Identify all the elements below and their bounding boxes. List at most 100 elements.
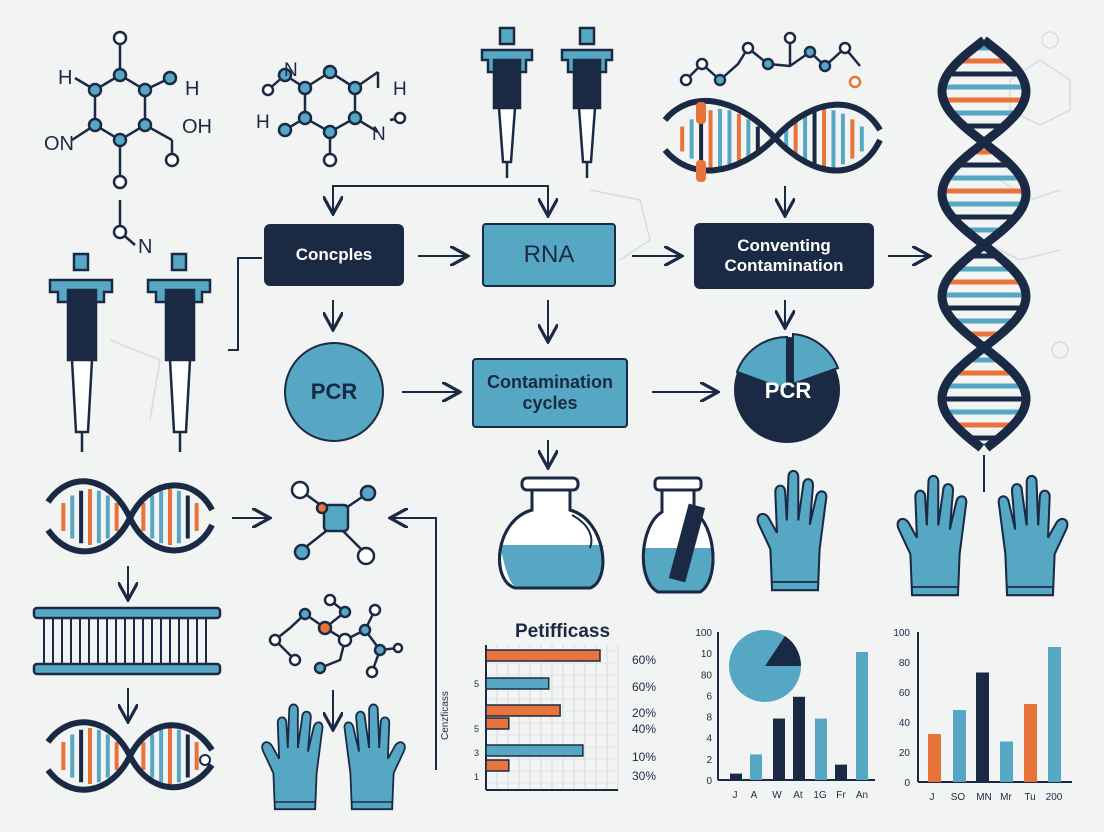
chart-3-ytick: 20 [899, 748, 911, 759]
chart-3-bar [1048, 647, 1061, 782]
chart-3-bar [1024, 704, 1037, 782]
chart-1-bar [485, 717, 510, 730]
chart-3-bar [928, 734, 941, 782]
network-icon-1 [290, 480, 377, 566]
pipette-icon-left-1 [48, 252, 114, 452]
molecule-label-n-right: N [372, 124, 386, 145]
molecule-label-oh: OH [182, 116, 212, 138]
chart-2-xlabel: At [793, 790, 803, 801]
flow-connectors [128, 185, 928, 770]
node-concples: Concples [264, 224, 404, 286]
node-rna-label: RNA [523, 241, 575, 269]
chart-2-ytick: 2 [706, 755, 712, 766]
chart-2-xlabel: W [772, 790, 782, 801]
molecule-icon-1 [71, 30, 180, 246]
chart-3-bar [953, 710, 966, 782]
chart-1-bar [485, 649, 601, 662]
chart-1-bar [485, 704, 561, 717]
glove-icon-4 [261, 703, 324, 811]
chart-1-bar [485, 677, 550, 690]
chart-2-pie [729, 630, 802, 702]
glove-icon-5 [343, 703, 406, 811]
node-pcr-label: PCR [310, 379, 358, 405]
molecule-label-on: ON [44, 133, 74, 155]
bar-chart-1: 60% 60% 20% 40% 10% 30% 5 5 3 1 [474, 645, 656, 791]
chart-3-xlabel: Mr [1000, 792, 1012, 803]
molecule-label-n-top: N [284, 60, 298, 81]
node-pcr: PCR [284, 342, 384, 442]
glove-icon-3 [997, 474, 1069, 597]
chart-2-bar [773, 718, 785, 780]
pie-pcr-label: PCR [764, 378, 812, 403]
chart-1-tick-label: 5 [474, 679, 479, 689]
glove-icon-2 [896, 474, 968, 597]
chart-3-ytick: 60 [899, 688, 911, 699]
pie-icon-pcr [734, 332, 840, 443]
chart-1-tick-label: 1 [474, 772, 479, 782]
chart-3-bar [976, 672, 989, 782]
node-contamination-cycles: Contamination cycles [472, 358, 628, 428]
molecule-label-n: N [138, 236, 152, 258]
node-contamination-cycles-label: Contamination cycles [487, 372, 613, 413]
chart-3-xlabel: MN [976, 792, 992, 803]
node-conventing-contamination: Conventing Contamination [694, 223, 874, 289]
chart-1-tick-label: 5 [474, 724, 479, 734]
chart-3-xlabel: Tu [1024, 792, 1035, 803]
chart-1-bar [485, 744, 584, 757]
chart-2-xlabel: An [856, 790, 868, 801]
glove-icon-1 [756, 469, 828, 592]
chart-1-pct-label: 30% [632, 769, 656, 783]
dna-helix-icon-left [45, 478, 215, 555]
chart-1-title: Petifficass [515, 621, 610, 642]
dna-helix-icon-top [662, 97, 883, 182]
chart-3-ytick: 80 [899, 658, 911, 669]
chart-3-ytick: 100 [893, 628, 910, 639]
chart-2-bar [835, 764, 847, 780]
chart-1-pct-label: 60% [632, 653, 656, 667]
chart-3-xlabel: SO [951, 792, 966, 803]
chart-2-bar [856, 652, 868, 780]
chart-3-ytick: 0 [904, 778, 910, 789]
chart-2-xlabel: 1G [813, 790, 827, 801]
chart-3-ytick: 40 [899, 718, 911, 729]
pipette-icon-top-2 [560, 26, 614, 178]
chart-2-ytick: 100 [695, 628, 712, 639]
chart-1-bar [485, 759, 510, 772]
molecule-label-h-b: H [256, 112, 270, 133]
chart-1-tick-label: 3 [474, 748, 479, 758]
chart-3-bar [1000, 741, 1013, 782]
pipette-icon-left-2 [146, 252, 212, 452]
dna-helix-icon-large [937, 36, 1031, 492]
dna-ladder-icon [32, 606, 222, 676]
node-conventing-label: Conventing Contamination [724, 236, 844, 275]
node-rna: RNA [482, 223, 616, 287]
chart-1-pct-label: 40% [632, 722, 656, 736]
chart-1-ylabel: Cenzficass [440, 691, 451, 740]
flask-icon-1 [498, 476, 605, 590]
chart-2-ytick: 6 [706, 691, 712, 702]
chart-2-xlabel: A [751, 790, 758, 801]
chart-1-pct-label: 60% [632, 680, 656, 694]
molecule-label-h: H [58, 67, 72, 89]
chart-2-ytick: 80 [701, 670, 713, 681]
chain-molecule-icon [679, 31, 862, 89]
chart-1-pct-label: 10% [632, 750, 656, 764]
chart-3-xlabel: J [930, 792, 935, 803]
chart-2-bar [815, 718, 827, 780]
network-icon-2 [268, 593, 404, 679]
chart-2-ytick: 0 [706, 776, 712, 787]
pipette-icon-top-1 [480, 26, 534, 178]
chart-2-ytick: 4 [706, 734, 712, 745]
chart-1-pct-label: 20% [632, 706, 656, 720]
node-concples-label: Concples [295, 245, 373, 265]
dna-helix-icon-bottom [45, 719, 215, 793]
chart-2-ytick: 8 [706, 713, 712, 724]
chart-2-bar [750, 754, 762, 780]
flask-icon-2 [641, 476, 715, 594]
chart-2-bar [793, 696, 805, 780]
molecule-icon-2 [261, 64, 407, 168]
chart-2-bar [730, 773, 742, 780]
